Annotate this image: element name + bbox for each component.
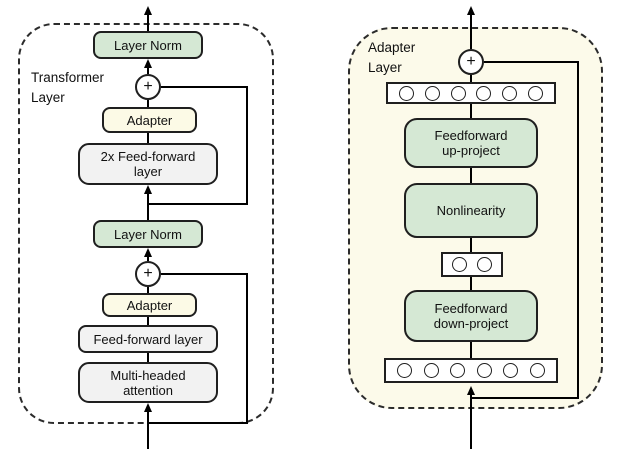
vector-circle — [529, 363, 545, 378]
feature-vector-top — [386, 82, 556, 104]
adapter-box-bottom: Adapter — [102, 293, 197, 317]
vector-circle — [450, 363, 466, 378]
multi-headed-attention-line1: Multi-headed — [110, 367, 186, 383]
multi-headed-attention-box: Multi-headed attention — [78, 362, 218, 403]
feedforward-down-project-box: Feedforward down-project — [404, 290, 538, 342]
vector-circle — [476, 85, 492, 101]
feature-vector-bottom — [384, 358, 558, 383]
transformer-layer-label-line1: Transformer — [31, 70, 105, 85]
vector-circle — [476, 257, 492, 272]
feedforward-up-line2: up-project — [442, 143, 500, 158]
feedforward-2x-box: 2x Feed-forward layer — [78, 143, 218, 185]
residual-add-circle-top: + — [135, 74, 161, 100]
vector-circle — [423, 363, 439, 378]
plus-icon: + — [143, 78, 153, 95]
adapter-box-top: Adapter — [102, 107, 197, 133]
vector-circle — [452, 257, 468, 272]
connector-skip-top — [148, 86, 248, 205]
feedforward-2x-line1: 2x Feed-forward — [100, 149, 196, 164]
vector-circle — [476, 363, 492, 378]
transformer-layer-label: Transformer Layer — [31, 68, 104, 108]
layer-norm-top-box: Layer Norm — [93, 31, 203, 59]
feedforward-down-line1: Feedforward — [434, 301, 508, 316]
vector-circle — [397, 363, 413, 378]
nonlinearity-box: Nonlinearity — [404, 183, 538, 238]
connector-adapter-skip — [471, 61, 579, 399]
transformer-layer-label-line2: Layer — [31, 90, 65, 105]
bottleneck-vector — [441, 252, 503, 277]
vector-circle — [503, 363, 519, 378]
feedforward-up-project-box: Feedforward up-project — [404, 118, 538, 168]
plus-icon: + — [143, 265, 153, 282]
multi-headed-attention-line2: attention — [123, 382, 173, 398]
feedforward-2x-line2: layer — [133, 164, 163, 179]
connector-skip-bottom — [148, 273, 248, 424]
residual-add-circle-adapter: + — [458, 49, 484, 75]
adapter-layer-label-line2: Layer — [368, 60, 402, 75]
vector-circle — [424, 85, 440, 101]
feedforward-down-line2: down-project — [433, 316, 509, 331]
feedforward-layer-box: Feed-forward layer — [78, 325, 218, 353]
vector-circle — [450, 85, 466, 101]
adapter-layer-label: Adapter Layer — [368, 38, 415, 78]
feedforward-up-line1: Feedforward — [434, 128, 508, 143]
plus-icon: + — [466, 53, 476, 70]
vector-circle — [398, 85, 414, 101]
residual-add-circle-bottom: + — [135, 261, 161, 287]
adapter-layer-label-line1: Adapter — [368, 40, 416, 55]
layer-norm-bottom-box: Layer Norm — [93, 220, 203, 248]
vector-circle — [502, 85, 518, 101]
vector-circle — [528, 85, 544, 101]
